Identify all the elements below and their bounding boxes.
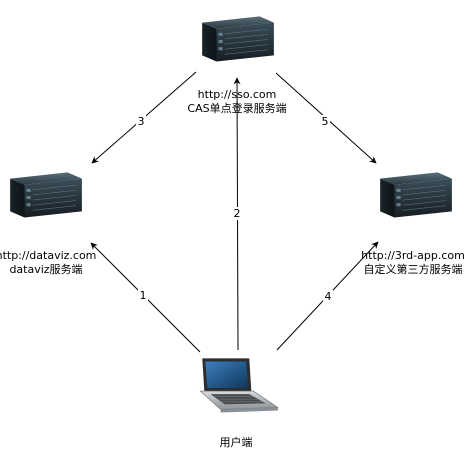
sso-name: CAS单点登录服务端 [187,101,286,115]
edge-label-3: 3 [138,115,145,128]
node-client[interactable]: 用户端 [199,357,279,449]
server-icon [379,171,453,219]
server-icon [201,15,275,63]
dataviz-url: http://dataviz.com [0,249,96,262]
client-name: 用户端 [220,435,253,449]
edge-label-5: 5 [322,115,329,128]
node-dataviz[interactable]: http://dataviz.com dataviz服务端 [0,171,96,276]
edge-labels: 3 5 2 1 4 [136,115,333,303]
server-icon [9,171,83,219]
laptop-icon [199,357,279,414]
node-sso[interactable]: http://sso.com CAS单点登录服务端 [168,15,308,116]
edge-label-4: 4 [325,290,332,303]
third-app-name: 自定义第三方服务端 [364,262,463,276]
node-third-app[interactable]: http://3rd-app.com 自定义第三方服务端 [361,171,465,276]
sso-url: http://sso.com [198,88,277,101]
third-app-url: http://3rd-app.com [361,249,465,262]
dataviz-name: dataviz服务端 [9,263,82,276]
edge-label-2: 2 [234,207,241,220]
edge-label-1: 1 [140,289,147,302]
